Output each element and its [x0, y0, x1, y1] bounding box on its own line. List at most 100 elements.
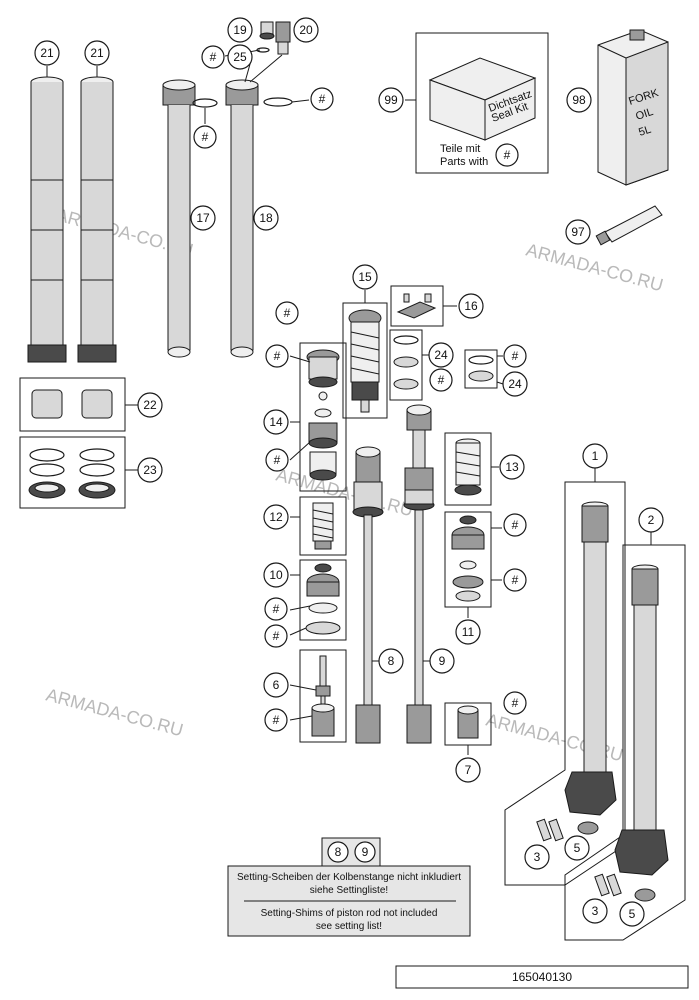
callout-15-circle — [352, 264, 378, 290]
callout-hash-circle — [495, 143, 519, 167]
parts-with-de: Teile mit — [440, 143, 480, 155]
rings-24a — [393, 335, 419, 390]
callout-3-circle — [582, 898, 608, 924]
outer-tube-right — [77, 76, 117, 363]
callout-hash-circle — [193, 125, 217, 149]
callout-5-circle — [619, 901, 645, 927]
callout-hash-circle — [264, 597, 288, 621]
spring-assembly-15 — [348, 309, 382, 413]
drawing-number: 165040130 — [512, 970, 572, 984]
callout-hash: # — [274, 349, 281, 363]
callout-21: 21 — [40, 46, 54, 60]
o-ring — [192, 98, 218, 108]
seal-kit-box — [428, 57, 537, 141]
callout-13-circle — [499, 454, 525, 480]
callout-5: 5 — [574, 841, 581, 855]
callout-hash: # — [210, 50, 217, 64]
callout-98: 98 — [572, 93, 586, 107]
inner-tube-18 — [225, 79, 259, 358]
fork-oil-can — [597, 29, 669, 186]
callout-hash: # — [319, 92, 326, 106]
watermark: ARMADA-CO.RU — [524, 240, 665, 296]
callout-hash: # — [512, 518, 519, 532]
callout-5-circle — [564, 835, 590, 861]
callout-7-circle — [455, 757, 481, 783]
callout-11: 11 — [462, 625, 475, 639]
group-box-1 — [504, 481, 626, 886]
callout-hash-circle — [265, 448, 289, 472]
parts-with-en: Parts with — [440, 156, 488, 168]
callout-24-circle — [502, 371, 528, 397]
needle-assembly-6 — [311, 655, 335, 737]
note-en-line2: see setting list! — [316, 921, 382, 932]
callout-97-circle — [565, 219, 591, 245]
callout-24: 24 — [434, 348, 448, 362]
callout-21-circle — [84, 40, 110, 66]
callout-16: 16 — [464, 299, 478, 313]
callout-hash: # — [273, 602, 280, 616]
bushing-right — [81, 389, 113, 419]
note-en-line1: Setting-Shims of piston rod not included — [261, 908, 438, 919]
callout-hash-circle — [429, 368, 453, 392]
callout-hash-circle — [503, 691, 527, 715]
valve-assembly-14 — [306, 349, 340, 481]
callout-25: 25 — [233, 50, 247, 64]
callout-hash: # — [273, 629, 280, 643]
callout-23: 23 — [143, 463, 157, 477]
group-box-13 — [444, 432, 492, 506]
fork-oil-label-line3: 5L — [637, 124, 652, 139]
group-box-24a — [389, 329, 423, 401]
callout-hash: # — [512, 573, 519, 587]
callout-25-circle — [227, 44, 253, 70]
group-box-24b — [464, 349, 498, 389]
callout-5: 5 — [629, 907, 636, 921]
callout-hash-circle — [310, 87, 334, 111]
callout-21: 21 — [90, 46, 104, 60]
callout-23-circle — [137, 457, 163, 483]
callout-14: 14 — [269, 415, 283, 429]
callout-12: 12 — [269, 510, 283, 524]
callout-hash: # — [273, 713, 280, 727]
group-box-14 — [299, 342, 347, 492]
callout-97: 97 — [571, 225, 585, 239]
group-box-2 — [564, 544, 686, 941]
callout-hash: # — [512, 349, 519, 363]
washer-25 — [256, 47, 270, 53]
callout-24-circle — [428, 342, 454, 368]
outer-tube-left — [27, 76, 67, 363]
clamp-16 — [396, 293, 437, 319]
callout-3: 3 — [534, 850, 541, 864]
spring-12 — [312, 502, 334, 550]
inner-tube-17 — [162, 79, 196, 358]
damper-rod-8 — [352, 446, 384, 744]
callout-3-circle — [524, 844, 550, 870]
callout-hash-circle — [503, 513, 527, 537]
callout-hash: # — [202, 130, 209, 144]
callout-hash: # — [504, 148, 511, 162]
callout-hash-circle — [264, 708, 288, 732]
watermark: ARMADA-CO.RU — [274, 465, 415, 521]
seal-kit-frame — [415, 32, 549, 174]
group-box-6 — [299, 649, 347, 743]
group-box-23 — [19, 436, 126, 509]
callout-18: 18 — [259, 211, 273, 225]
callout-13: 13 — [505, 460, 519, 474]
screw-cap-19 — [259, 21, 275, 40]
callout-6-circle — [263, 672, 289, 698]
callout-10: 10 — [269, 568, 283, 582]
callout-18-circle — [253, 205, 279, 231]
callout-17-circle — [190, 205, 216, 231]
callout-hash-circle — [503, 568, 527, 592]
grease-tube — [595, 205, 663, 246]
seal-set-right — [78, 448, 116, 499]
callout-3: 3 — [592, 904, 599, 918]
callout-hash: # — [438, 373, 445, 387]
valve-assembly-11 — [451, 515, 485, 602]
callout-2: 2 — [648, 513, 655, 527]
note-ref-8: 8 — [335, 845, 342, 859]
callout-hash-circle — [201, 45, 225, 69]
callout-24: 24 — [508, 377, 522, 391]
group-box-10 — [299, 559, 347, 641]
fork-leg-2 — [594, 564, 669, 902]
